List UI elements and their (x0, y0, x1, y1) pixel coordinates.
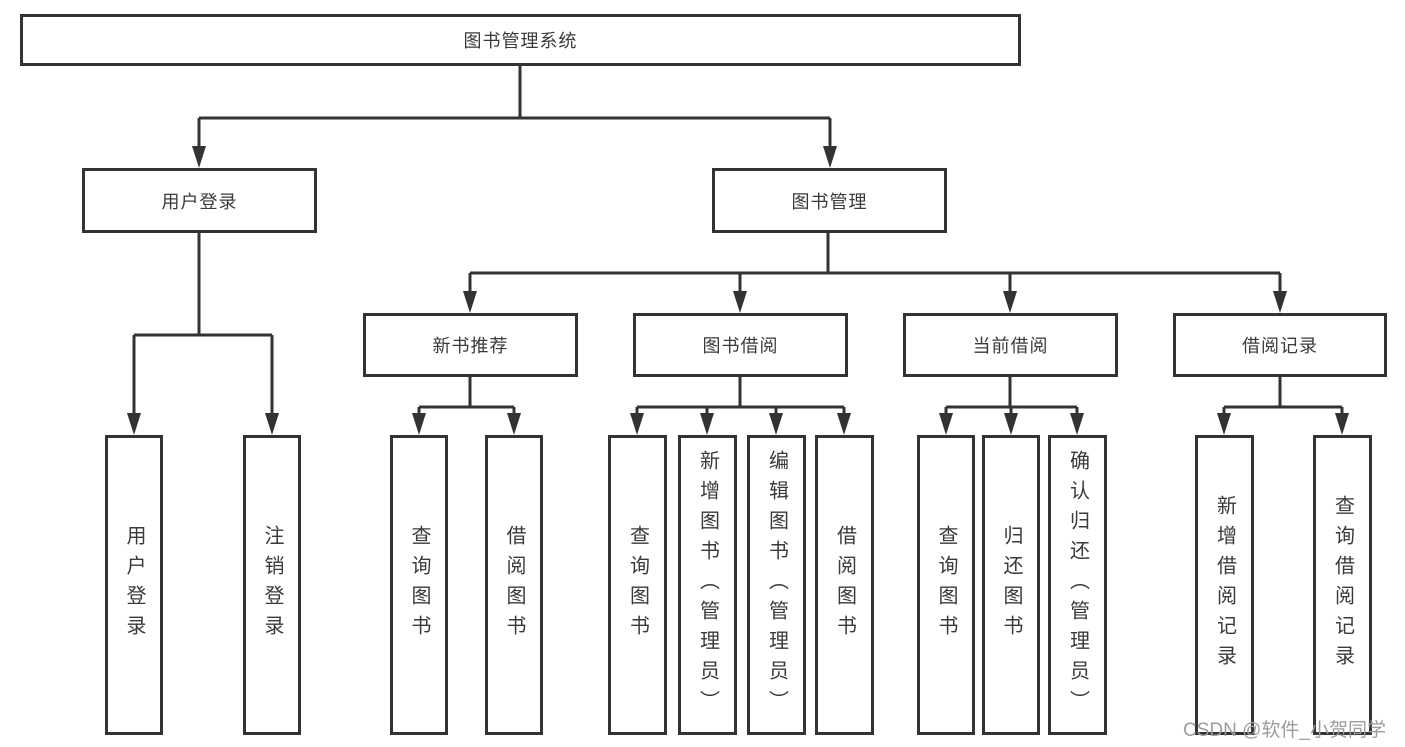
node-br-query-borrow-record: 查询借阅记录 (1313, 435, 1372, 735)
node-label: 图书借阅 (702, 336, 779, 356)
node-label: 查询借阅记录 (1331, 495, 1354, 675)
node-cb-return-books: 归还图书 (982, 435, 1040, 735)
node-label: 借阅图书 (833, 525, 856, 645)
node-label: 查询图书 (408, 525, 430, 645)
node-label: 借阅记录 (1242, 336, 1318, 356)
node-bb-borrow-books: 借阅图书 (815, 435, 874, 735)
node-label: 查询图书 (626, 525, 649, 645)
node-bb-query-books: 查询图书 (608, 435, 667, 735)
node-label: 注销登录 (261, 525, 283, 645)
node-logout: 注销登录 (243, 435, 301, 735)
node-label: 新书推荐 (432, 336, 509, 356)
node-current-borrowing: 当前借阅 (903, 313, 1118, 377)
node-label: 用户登录 (123, 525, 145, 645)
node-label: 图书管理 (791, 191, 868, 212)
node-borrowing-records: 借阅记录 (1173, 313, 1387, 377)
node-nbr-borrow-books: 借阅图书 (485, 435, 543, 735)
node-cb-confirm-return-admin: 确认归还（管理员） (1048, 435, 1107, 735)
node-label: 归还图书 (1000, 525, 1022, 645)
node-cb-query-books: 查询图书 (917, 435, 975, 735)
node-bb-edit-books-admin: 编辑图书（管理员） (747, 435, 806, 735)
node-br-add-borrow-record: 新增借阅记录 (1195, 435, 1254, 735)
csdn-watermark: CSDN @软件_小贺同学 (1183, 720, 1386, 741)
node-library-management-system: 图书管理系统 (20, 14, 1021, 66)
node-book-borrowing: 图书借阅 (633, 313, 848, 377)
node-label: 图书管理系统 (463, 31, 578, 51)
node-user-login: 用户登录 (82, 168, 317, 233)
node-label: 当前借阅 (972, 336, 1049, 356)
node-book-management: 图书管理 (712, 168, 947, 233)
node-user-login-leaf: 用户登录 (105, 435, 163, 735)
node-label: 借阅图书 (503, 525, 525, 645)
node-label: 编辑图书（管理员） (765, 450, 788, 720)
node-label: 新增图书（管理员） (696, 450, 719, 720)
node-label: 用户登录 (161, 191, 238, 212)
node-nbr-query-books: 查询图书 (390, 435, 448, 735)
node-bb-add-books-admin: 新增图书（管理员） (678, 435, 737, 735)
node-label: 新增借阅记录 (1213, 495, 1236, 675)
node-label: 查询图书 (935, 525, 957, 645)
node-label: 确认归还（管理员） (1066, 450, 1089, 720)
node-new-book-recommend: 新书推荐 (363, 313, 578, 377)
